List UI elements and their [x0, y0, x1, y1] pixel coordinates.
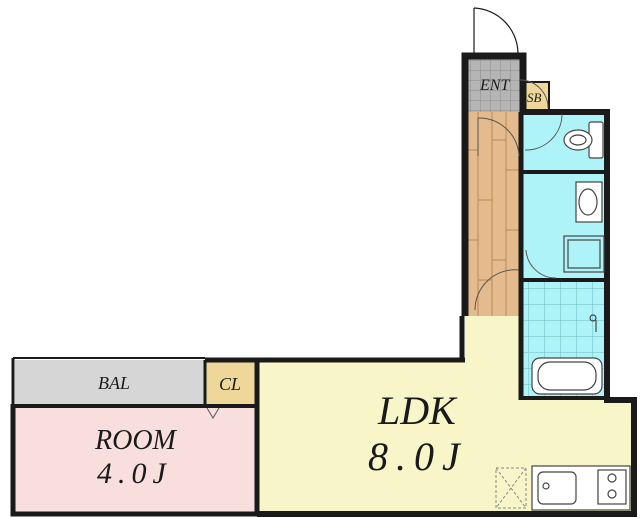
ent-label: ENT — [479, 77, 510, 94]
sb-label: SB — [527, 90, 542, 105]
closet-door — [206, 407, 220, 419]
walls — [10, 52, 637, 517]
ldk-name: LDK — [377, 388, 458, 433]
ldk-floor — [257, 316, 632, 512]
ldk-size: 8.0J — [368, 434, 468, 479]
toilet-icon — [563, 121, 604, 159]
entrance-tile — [465, 56, 523, 112]
fridge-space — [495, 467, 527, 509]
room-floor — [15, 406, 257, 512]
bal-label: BAL — [98, 373, 130, 393]
washing-machine-icon — [563, 235, 605, 273]
hallway-floor — [465, 112, 521, 316]
wash-basin-icon — [575, 181, 603, 223]
room-name: ROOM — [94, 425, 178, 456]
closet-floor — [205, 362, 257, 404]
shoebox-floor — [523, 82, 549, 110]
inner-doors — [474, 79, 563, 311]
balcony-floor — [15, 360, 205, 406]
room-size: 4.0J — [97, 457, 172, 490]
cl-label: CL — [219, 374, 241, 394]
kitchen-counter — [531, 465, 631, 511]
front-door — [473, 7, 519, 55]
shower-icon — [589, 314, 597, 332]
bathtub-icon — [531, 357, 603, 395]
